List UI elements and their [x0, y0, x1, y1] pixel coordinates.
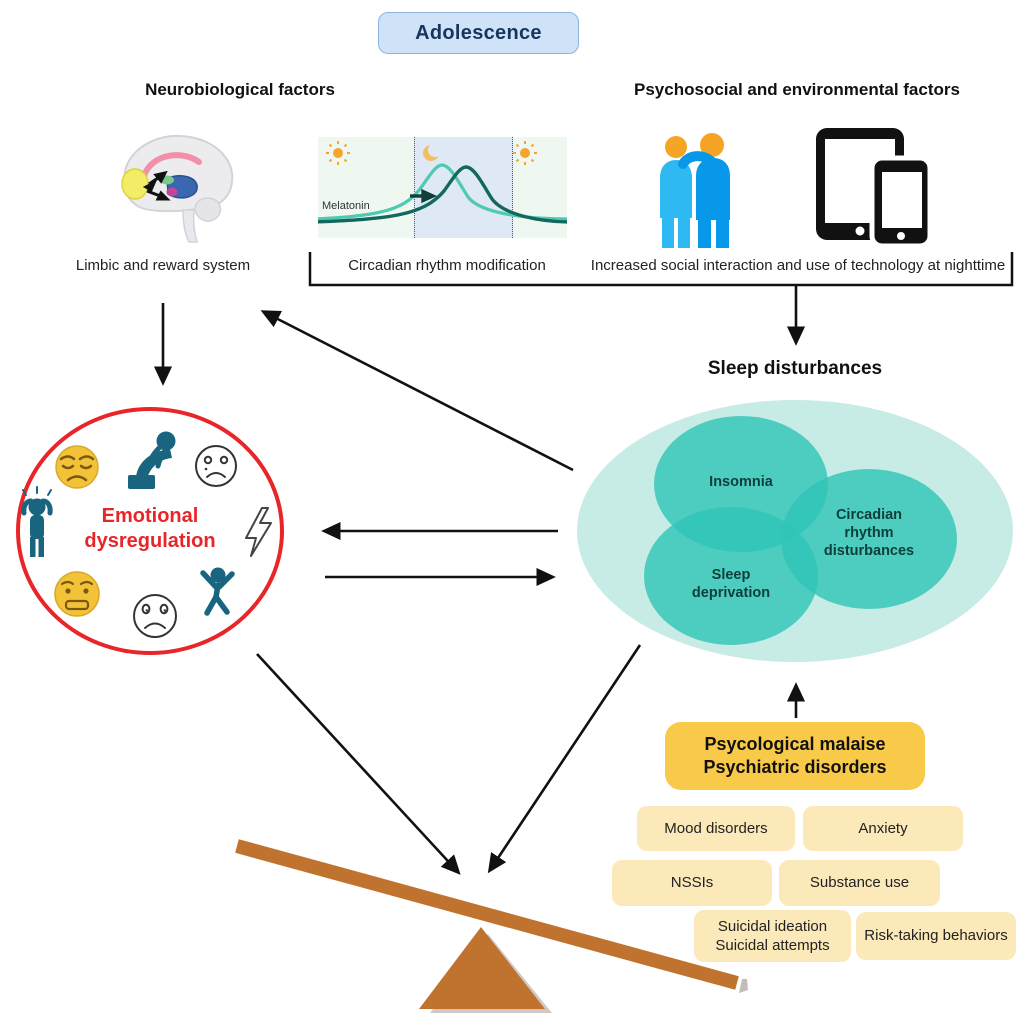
friend-left	[660, 136, 692, 248]
venn-label-insomnia: Insomnia	[709, 474, 773, 490]
sleep-venn-diagram	[577, 400, 1013, 662]
limbic-caption: Limbic and reward system	[75, 257, 251, 274]
despair-person-icon	[128, 431, 176, 489]
psychosocial-heading: Psychosocial and environmental factors	[634, 80, 960, 99]
sun-icon	[326, 141, 350, 165]
moon-icon	[423, 143, 442, 161]
neurobiological-heading: Neurobiological factors	[145, 80, 335, 99]
two-friends-icon	[660, 133, 730, 248]
melatonin-curve-normal	[318, 163, 567, 221]
venn-deprivation-ellipse	[644, 507, 818, 645]
outcome-box-suicidal: Suicidal ideation Suicidal attempts	[694, 910, 851, 962]
stressed-person-icon	[21, 486, 53, 557]
psychological-malaise-box: Psycological malaise Psychiatric disorde…	[665, 722, 925, 790]
phase-shift-arrow	[410, 188, 438, 204]
friend-right	[678, 133, 730, 248]
outcome-box-anxiety: Anxiety	[803, 806, 963, 851]
adolescence-title-box: Adolescence	[378, 12, 579, 54]
venn-circadian-ellipse	[781, 469, 957, 609]
worried-face-icon	[133, 594, 177, 638]
adolescence-title: Adolescence	[415, 21, 542, 44]
outcome-box-substance-use: Substance use	[779, 860, 940, 906]
weary-face-icon	[55, 445, 99, 489]
anxious-face-icon	[54, 571, 100, 617]
emotional-dysregulation-label: Emotional dysregulation	[84, 505, 216, 552]
unbalanced-seesaw-icon	[235, 839, 748, 1013]
emotion-icons	[21, 431, 272, 638]
seesaw-plank	[235, 839, 739, 990]
crying-face-icon	[195, 445, 237, 487]
arrow-sleep-to-factors	[260, 310, 574, 472]
melatonin-label: Melatonin	[322, 200, 370, 212]
circadian-chart	[318, 137, 567, 238]
outcome-box-risk-taking: Risk-taking behaviors	[856, 912, 1016, 960]
venn-label-deprivation: Sleep deprivation	[691, 567, 771, 602]
venn-label-circadian: Circadian rhythm disturbances	[823, 507, 915, 560]
phone-icon	[869, 155, 933, 248]
sun-icon-right	[513, 141, 537, 165]
technology-caption: Increased social interaction and use of …	[590, 257, 1006, 274]
circadian-caption: Circadian rhythm modification	[348, 257, 546, 274]
lightning-bolt-icon	[245, 507, 272, 557]
outcome-box-mood-disorders: Mood disorders	[637, 806, 795, 851]
melatonin-curve-shifted	[318, 165, 567, 224]
sleep-disturbances-heading: Sleep disturbances	[707, 358, 883, 379]
seesaw-fulcrum	[419, 927, 545, 1009]
brain-limbic-icon	[121, 134, 234, 243]
melatonin-curves	[318, 141, 567, 224]
jumping-person-icon	[200, 567, 235, 616]
tablet-phone-icon	[816, 128, 933, 248]
